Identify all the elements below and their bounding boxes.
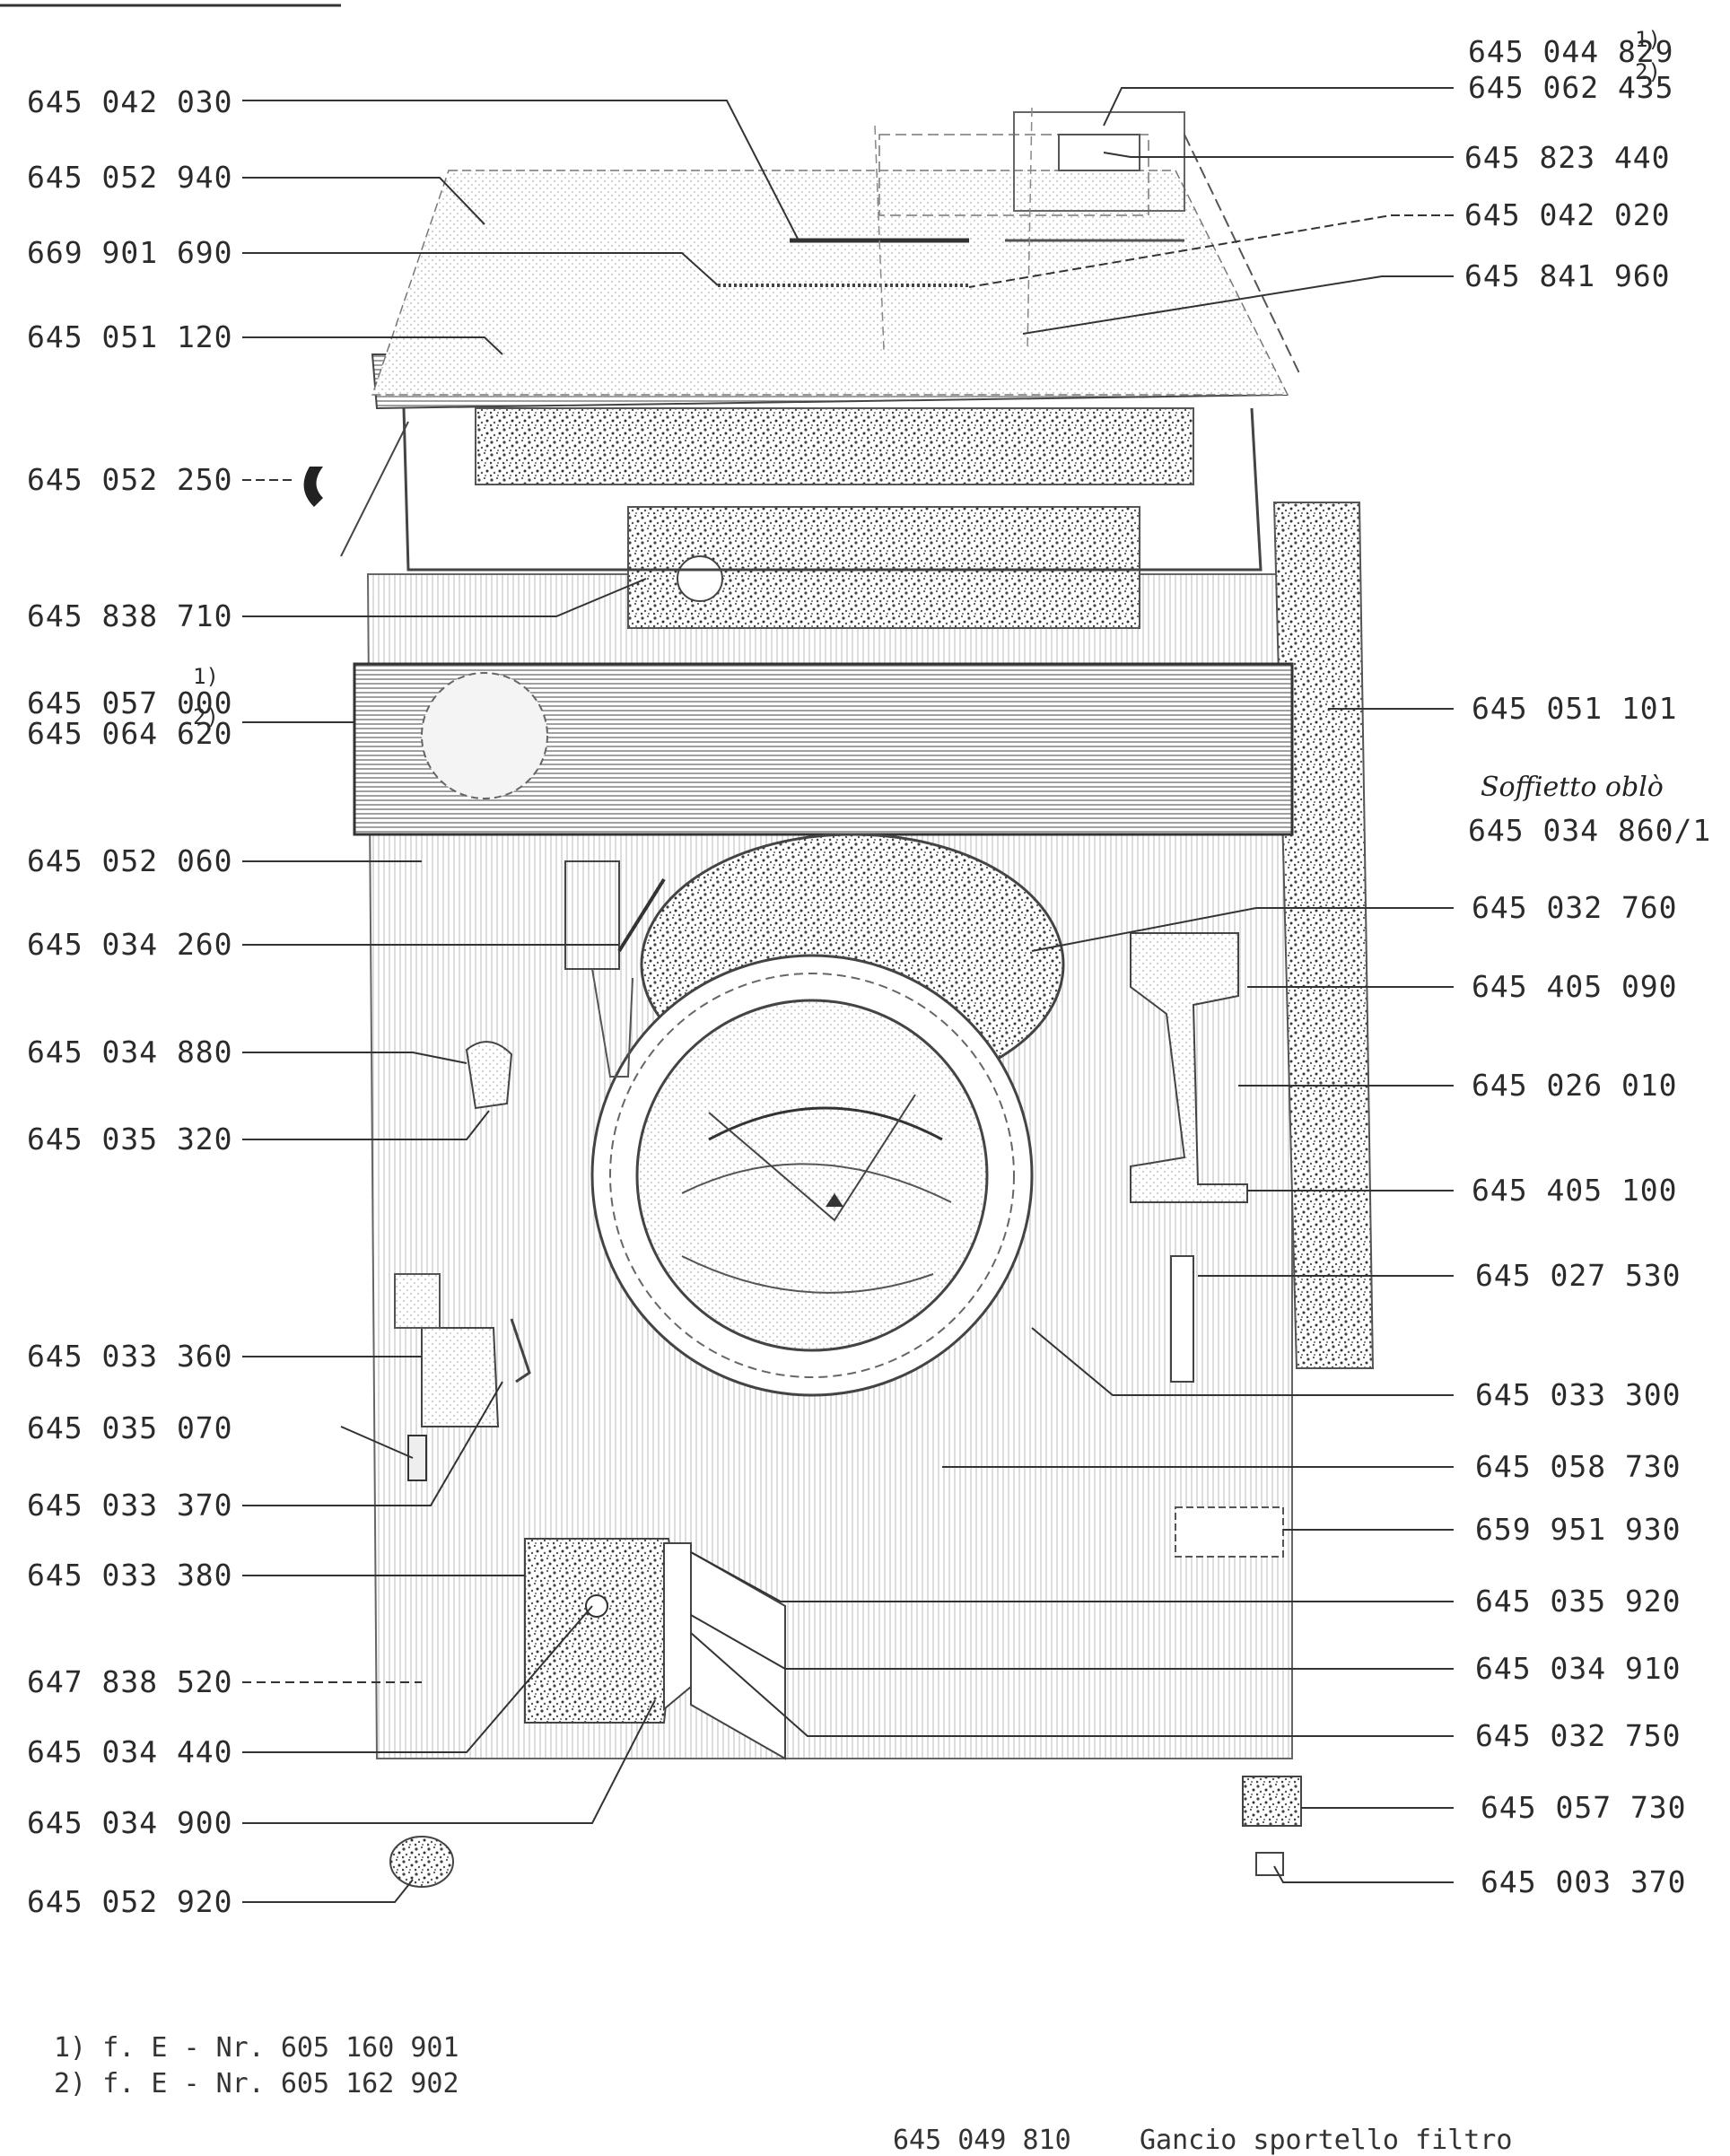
part-label-645405090: 645 405 090: [1472, 969, 1678, 1004]
part-label-645051101: 645 051 101: [1472, 691, 1678, 726]
part-label-645033380: 645 033 380: [27, 1558, 233, 1593]
part-label-645823440: 645 823 440: [1464, 140, 1671, 175]
part-label-645058730: 645 058 730: [1475, 1449, 1682, 1484]
footnote-1-text: f. E - Nr. 605 160 901: [102, 2032, 459, 2064]
part-label-645034440: 645 034 440: [27, 1734, 233, 1769]
part-label-645035920: 645 035 920: [1475, 1584, 1682, 1619]
bottom-part-code: 645 049 810: [893, 2125, 1071, 2156]
footnote-2-text: f. E - Nr. 605 162 902: [102, 2068, 459, 2099]
bottom-part-description: Gancio sportello filtro: [1140, 2125, 1513, 2156]
part-label-645034880: 645 034 880: [27, 1034, 233, 1069]
part-label-645042030: 645 042 030: [27, 84, 233, 119]
part-label-645027530: 645 027 530: [1475, 1258, 1682, 1293]
part-label-645026010: 645 026 010: [1472, 1068, 1678, 1103]
part-label-645035070: 645 035 070: [27, 1410, 233, 1445]
part-label-645838710: 645 838 710: [27, 598, 233, 633]
superscript-1-right: 1): [1635, 27, 1661, 52]
part-label-645032750: 645 032 750: [1475, 1718, 1682, 1753]
part-label-645034900: 645 034 900: [27, 1805, 233, 1840]
footnote-2: 2) f. E - Nr. 605 162 902: [54, 2068, 459, 2099]
part-label-645064620: 645 064 620: [27, 716, 233, 751]
part-label-647838520: 647 838 520: [27, 1664, 233, 1699]
part-label-645033370: 645 033 370: [27, 1488, 233, 1523]
part-label-645032760: 645 032 760: [1472, 890, 1678, 925]
part-label-645841960: 645 841 960: [1464, 258, 1671, 293]
part-label-645042020: 645 042 020: [1464, 197, 1671, 232]
part-label-645034260: 645 034 260: [27, 927, 233, 962]
part-label-645033300: 645 033 300: [1475, 1377, 1682, 1412]
part-label-645034910: 645 034 910: [1475, 1651, 1682, 1686]
part-label-645051120: 645 051 120: [27, 319, 233, 354]
handwritten-note: Soffietto oblò: [1481, 772, 1664, 803]
part-label-645057000: 645 057 000: [27, 685, 233, 720]
footnote-2-marker: 2): [54, 2068, 87, 2099]
part-label-645035320: 645 035 320: [27, 1122, 233, 1157]
part-label-645052940: 645 052 940: [27, 160, 233, 195]
part-label-645052250: 645 052 250: [27, 462, 233, 497]
part-label-645052920: 645 052 920: [27, 1884, 233, 1919]
part-label-645405100: 645 405 100: [1472, 1173, 1678, 1208]
part-label-645062435: 645 062 435: [1468, 70, 1674, 105]
superscript-2-right: 2): [1635, 59, 1661, 84]
superscript-1-left: 1): [193, 664, 219, 689]
part-label-669901690: 669 901 690: [27, 235, 233, 270]
footnote-1: 1) f. E - Nr. 605 160 901: [54, 2032, 459, 2064]
part-label-645034860: 645 034 860/1: [1468, 813, 1712, 848]
part-label-645033360: 645 033 360: [27, 1339, 233, 1374]
part-label-645003370: 645 003 370: [1481, 1864, 1687, 1899]
part-label-645044829: 645 044 829: [1468, 34, 1674, 69]
part-label-645052060: 645 052 060: [27, 843, 233, 878]
part-label-659951930: 659 951 930: [1475, 1512, 1682, 1547]
footnote-1-marker: 1): [54, 2032, 87, 2064]
part-label-645057730: 645 057 730: [1481, 1790, 1687, 1825]
superscript-2-left: 2): [193, 704, 219, 729]
